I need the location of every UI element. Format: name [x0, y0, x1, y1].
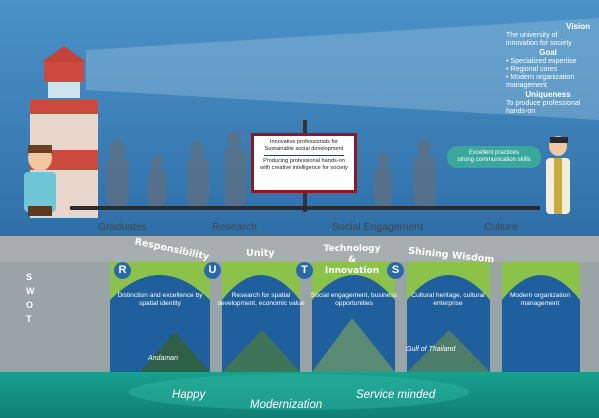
place-gulf-of-thailand: Gulf of Thailand [406, 346, 456, 353]
goal-item: • Specialized expertise [506, 58, 577, 65]
value-letter-u: U [204, 262, 221, 279]
light-beam [86, 18, 599, 120]
sky [0, 0, 599, 236]
value-desc-distinction: Distinction and excellence by spatial id… [117, 292, 203, 307]
bubble-line: strong communication skills [457, 157, 531, 163]
sign-line: with creative intelligence for society [260, 165, 348, 171]
speech-bubble: Excellent practices strong communication… [447, 146, 541, 168]
vision-title: Vision [566, 22, 590, 31]
value-letter-r: R [114, 262, 131, 279]
walking-people [106, 131, 436, 206]
sign-line: Innovative professionals for [269, 139, 339, 145]
swot-letter-w: W [26, 286, 35, 296]
deck-label-culture: Culture [484, 221, 518, 233]
deck-label-graduates: Graduates [98, 221, 148, 233]
value-desc-cultural: Cultural heritage, cultural enterprise [411, 292, 485, 307]
swot-letter-s: S [26, 272, 33, 282]
goal-title: Goal [539, 48, 557, 57]
swot-letter-o: O [26, 300, 34, 310]
bridge-top [0, 236, 599, 262]
vision-text: The university of innovation for society [506, 32, 572, 47]
sign-divider [264, 155, 344, 156]
uniqueness-text: To produce professional hands-on [506, 100, 581, 115]
bubble-line: Excellent practices [468, 150, 520, 156]
value-label-unity: Unity [246, 248, 275, 259]
swot-letter-t: T [26, 314, 32, 324]
graduate-person [24, 145, 56, 216]
mountains [140, 318, 490, 372]
water-highlight [129, 374, 469, 410]
bottom-word-service-minded: Service minded [356, 389, 436, 401]
bottom-word-happy: Happy [172, 389, 206, 401]
student-person [546, 136, 570, 214]
bridge-railing [70, 206, 540, 210]
uniqueness-title: Uniqueness [525, 90, 571, 99]
sign-line: Sustainable social development [264, 146, 344, 152]
mission-sign: Innovative professionals for Sustainable… [251, 133, 357, 193]
deck-label-research: Research [212, 221, 257, 233]
vision-panel: Vision The university of innovation for … [506, 22, 590, 116]
value-desc-organization: Modern organization management [509, 292, 571, 307]
goal-item: • Modern organization management [506, 74, 575, 89]
sign-line: Producing professional hands-on [263, 158, 345, 164]
goal-item: • Regional cores [506, 66, 558, 73]
deck-label-social-engagement: Social Engagement [332, 221, 424, 233]
place-andaman: Andaman [148, 355, 178, 362]
value-letter-s: S [387, 262, 404, 279]
value-desc-social: Social engagement, business opportunitie… [310, 292, 398, 307]
bottom-word-modernization: Modernization [250, 399, 323, 411]
value-desc-research: Research for spatial development, econom… [217, 292, 305, 307]
value-letter-t: T [296, 262, 313, 279]
value-label-technology-innovation: Technology & Innovation [323, 244, 381, 276]
